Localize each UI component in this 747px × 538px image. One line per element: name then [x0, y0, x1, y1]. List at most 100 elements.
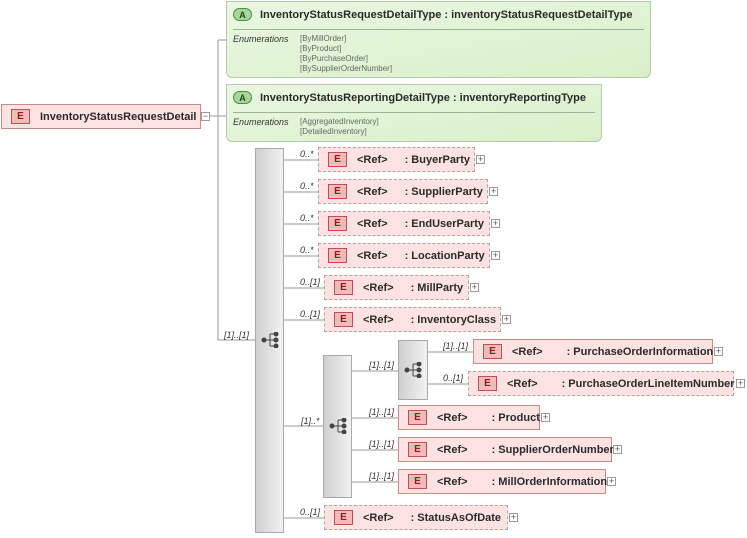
element-purchase-order-line-item-number[interactable]: E <Ref> : PurchaseOrderLineItemNumber [468, 371, 735, 396]
attribute-divider [233, 29, 644, 30]
element-name: : BuyerParty [404, 153, 470, 166]
multiplicity-label: [1]..[1] [369, 439, 395, 449]
ref-label: <Ref> [512, 345, 543, 358]
root-element[interactable]: E InventoryStatusRequestDetail [1, 104, 201, 129]
enumerations-label: Enumerations [233, 34, 289, 44]
element-status-as-of-date[interactable]: E <Ref> : StatusAsOfDate [324, 505, 508, 530]
ref-label: <Ref> [363, 313, 394, 326]
expand-toggle-icon[interactable]: + [489, 186, 498, 196]
multiplicity-label: 0..[1] [443, 373, 464, 383]
element-name: : InventoryClass [410, 313, 497, 326]
multiplicity-label: [1]..[1] [369, 471, 395, 481]
sequence-icon [329, 418, 347, 434]
element-badge: E [483, 344, 502, 359]
ref-label: <Ref> [357, 217, 388, 230]
attribute-title: InventoryStatusRequestDetailType : inven… [260, 8, 633, 21]
element-name: : StatusAsOfDate [410, 511, 502, 524]
element-name: : EndUserParty [404, 217, 485, 230]
sequence-icon [404, 362, 422, 378]
element-name: : MillOrderInformation [491, 475, 608, 488]
element-badge: E [334, 510, 353, 525]
element-badge: E [334, 312, 353, 327]
expand-toggle-icon[interactable]: + [491, 218, 500, 228]
element-name: : LocationParty [404, 249, 485, 262]
element-badge: E [328, 184, 347, 199]
element-name: : SupplierParty [404, 185, 483, 198]
element-badge: E [478, 376, 497, 391]
expand-toggle-icon[interactable]: + [502, 314, 511, 324]
ref-label: <Ref> [357, 185, 388, 198]
enum-value: [ByProduct] [300, 44, 342, 53]
multiplicity-label: [1]..[1] [443, 341, 469, 351]
inner-sequence-compositor[interactable] [323, 355, 352, 498]
attribute-card-reporting-detail-type: A InventoryStatusReportingDetailType : i… [226, 84, 602, 142]
element-supplier-order-number[interactable]: E <Ref> : SupplierOrderNumber [398, 437, 614, 462]
multiplicity-label: [1]..[1] [224, 330, 250, 340]
element-name: : PurchaseOrderInformation [566, 345, 714, 358]
element-location-party[interactable]: E <Ref> : LocationParty [318, 243, 490, 268]
expand-toggle-icon[interactable]: + [714, 346, 723, 356]
element-badge: E [408, 474, 427, 489]
ref-label: <Ref> [357, 153, 388, 166]
expand-toggle-icon[interactable]: + [470, 282, 479, 292]
expand-toggle-icon[interactable]: + [541, 412, 550, 422]
multiplicity-label: 0..[1] [300, 277, 321, 287]
element-end-user-party[interactable]: E <Ref> : EndUserParty [318, 211, 490, 236]
enum-value: [AggregatedInventory] [300, 117, 379, 126]
ref-label: <Ref> [507, 377, 538, 390]
multiplicity-label: [1]..[1] [369, 407, 395, 417]
enumerations-label: Enumerations [233, 117, 289, 127]
expand-toggle-icon[interactable]: + [613, 444, 622, 454]
element-purchase-order-information[interactable]: E <Ref> : PurchaseOrderInformation [473, 339, 713, 364]
ref-label: <Ref> [437, 443, 468, 456]
element-badge: E [408, 410, 427, 425]
expand-toggle-icon[interactable]: + [509, 512, 518, 522]
multiplicity-label: [1]..[1] [369, 360, 395, 370]
attribute-divider [233, 112, 595, 113]
attribute-title: InventoryStatusReportingDetailType : inv… [260, 91, 586, 104]
ref-label: <Ref> [357, 249, 388, 262]
element-product[interactable]: E <Ref> : Product [398, 405, 540, 430]
multiplicity-label: 0..* [300, 245, 314, 255]
root-element-label: InventoryStatusRequestDetail [40, 110, 197, 123]
ref-label: <Ref> [437, 411, 468, 424]
expand-toggle-icon[interactable]: + [736, 378, 745, 388]
enum-value: [DetailedInventory] [300, 127, 367, 136]
element-name: : SupplierOrderNumber [491, 443, 614, 456]
enumeration-values: [ByMillOrder] [ByProduct] [ByPurchaseOrd… [300, 34, 392, 74]
sequence-icon [261, 332, 279, 348]
ref-label: <Ref> [363, 511, 394, 524]
element-supplier-party[interactable]: E <Ref> : SupplierParty [318, 179, 488, 204]
multiplicity-label: 0..[1] [300, 507, 321, 517]
element-buyer-party[interactable]: E <Ref> : BuyerParty [318, 147, 475, 172]
multiplicity-label: 0..* [300, 213, 314, 223]
element-badge: E [334, 280, 353, 295]
element-badge: E [328, 216, 347, 231]
expand-toggle-icon[interactable]: + [491, 250, 500, 260]
element-name: : Product [491, 411, 540, 424]
enum-value: [ByMillOrder] [300, 34, 347, 43]
element-badge: E [408, 442, 427, 457]
enum-value: [ByPurchaseOrder] [300, 54, 369, 63]
element-name: : MillParty [410, 281, 464, 294]
ref-label: <Ref> [363, 281, 394, 294]
multiplicity-label: 0..* [300, 181, 314, 191]
element-badge: E [11, 109, 30, 124]
collapse-toggle-icon[interactable]: − [201, 111, 210, 121]
element-mill-order-information[interactable]: E <Ref> : MillOrderInformation [398, 469, 608, 494]
enum-value: [BySupplierOrderNumber] [300, 64, 393, 73]
element-badge: E [328, 248, 347, 263]
multiplicity-label: [1]..* [301, 416, 320, 426]
element-badge: E [328, 152, 347, 167]
multiplicity-label: 0..[1] [300, 309, 321, 319]
element-mill-party[interactable]: E <Ref> : MillParty [324, 275, 469, 300]
expand-toggle-icon[interactable]: + [607, 476, 616, 486]
attribute-card-request-detail-type: A InventoryStatusRequestDetailType : inv… [226, 1, 651, 78]
attribute-badge: A [233, 91, 252, 104]
element-name: : PurchaseOrderLineItemNumber [561, 377, 735, 390]
expand-toggle-icon[interactable]: + [476, 154, 485, 164]
element-inventory-class[interactable]: E <Ref> : InventoryClass [324, 307, 501, 332]
multiplicity-label: 0..* [300, 149, 314, 159]
enumeration-values: [AggregatedInventory] [DetailedInventory… [300, 117, 379, 137]
